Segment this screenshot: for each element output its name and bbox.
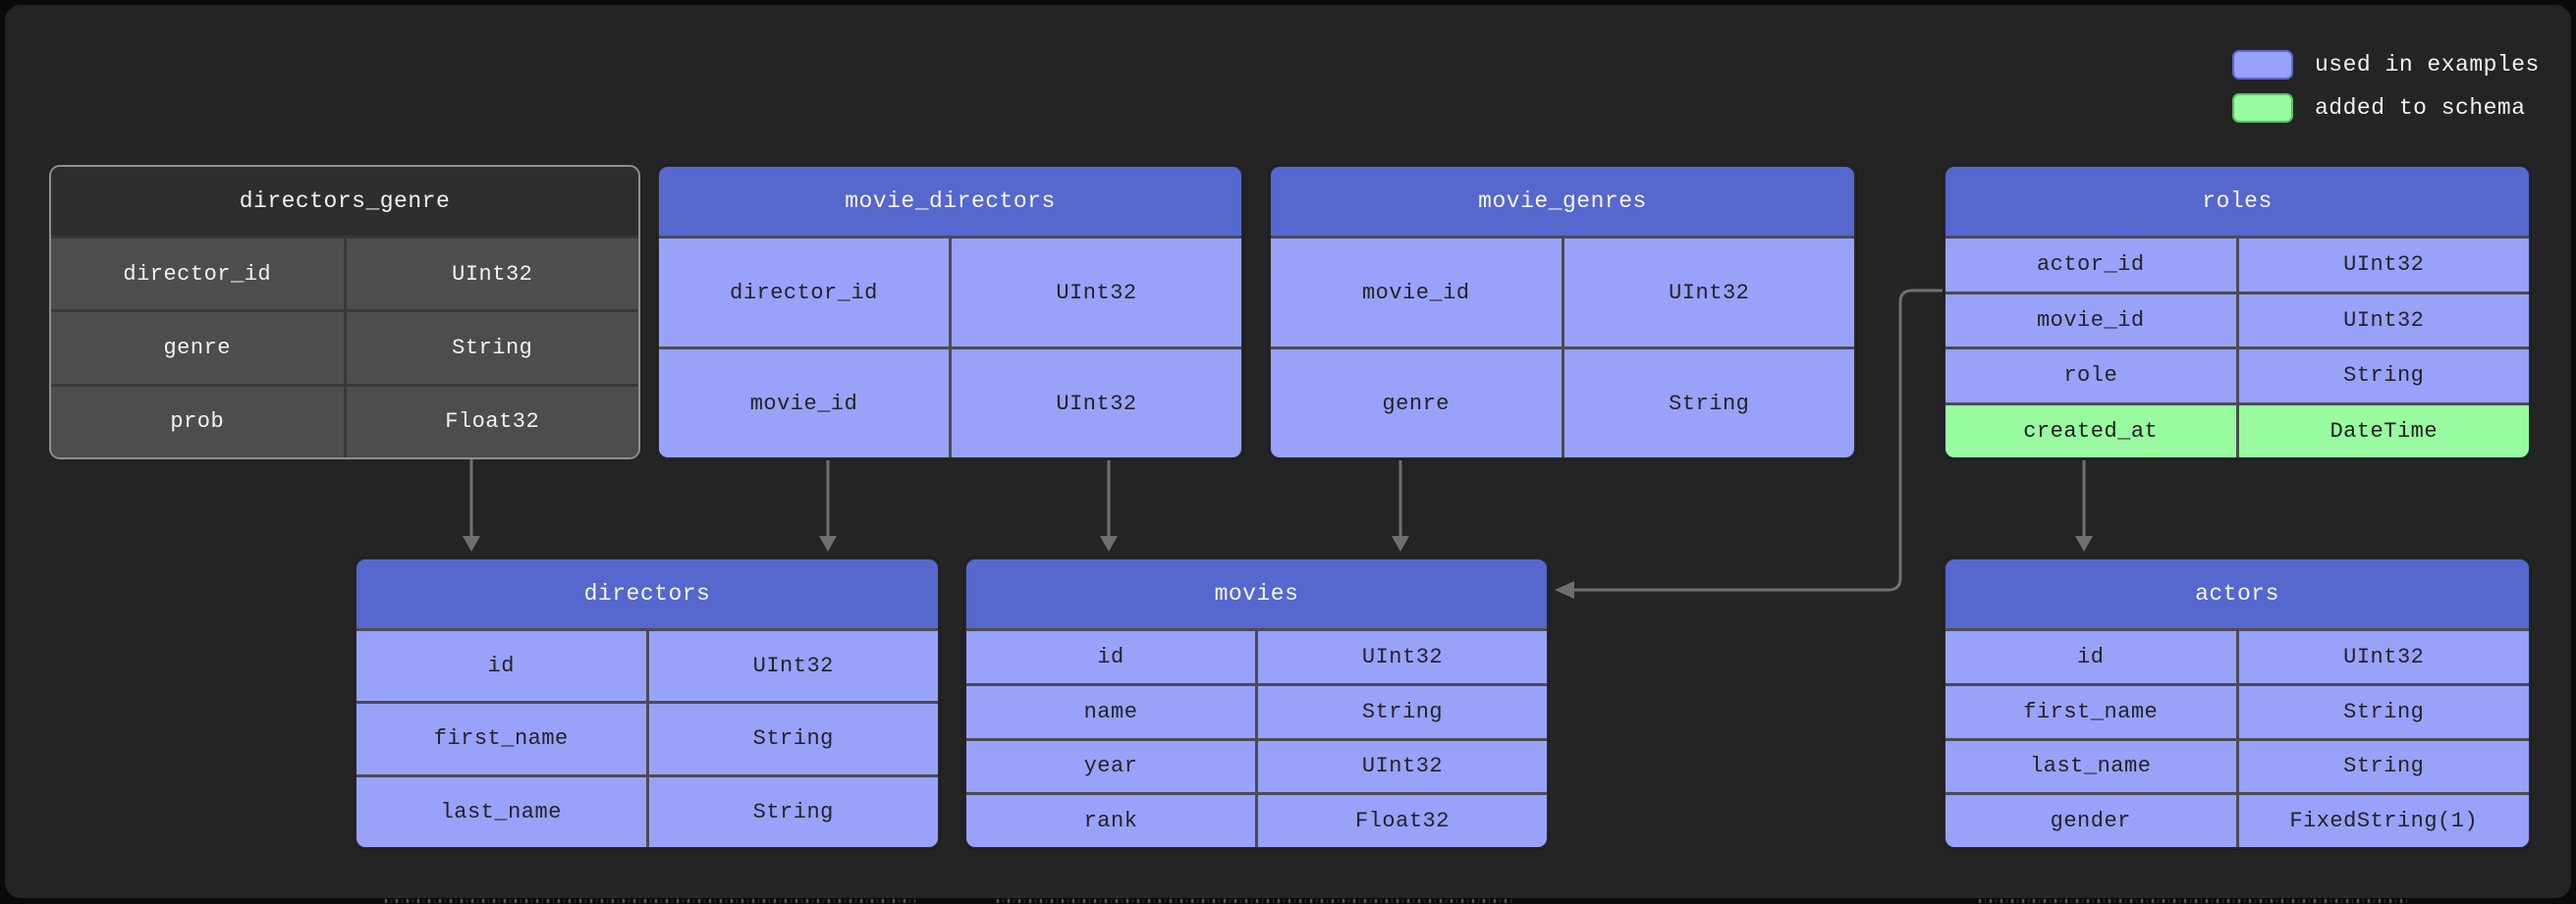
field-type: String [452,335,533,360]
field-name: last_name [356,776,649,847]
field-name: director_id [51,239,347,310]
field-type: UInt32 [1056,280,1137,305]
legend-item-used-in-examples: used in examples [2232,50,2540,80]
field-row: first_name String [1946,682,2529,738]
field-row: id UInt32 [356,628,938,702]
field-row: created_at DateTime [1946,401,2529,457]
field-type: String [1669,391,1750,416]
field-type: UInt32 [1056,391,1137,416]
field-type: UInt32 [2343,307,2425,333]
field-name: genre [51,312,347,384]
field-name: last_name [1946,740,2239,793]
field-name: movie_id [1271,239,1564,346]
field-row: first_name String [356,701,938,774]
field-type: FixedString(1) [2289,809,2479,834]
field-type: String [2343,363,2425,389]
legend-item-added-to-schema: added to schema [2232,93,2540,123]
table-title: movie_genres [1271,167,1854,236]
field-type: UInt32 [2343,644,2425,669]
field-type: String [1361,699,1444,724]
field-name: genre [1271,349,1564,457]
field-row: id UInt32 [1946,628,2529,683]
field-type: UInt32 [1361,644,1444,669]
field-row: genre String [1271,346,1854,457]
field-type: String [2343,754,2425,779]
field-type: String [2343,699,2425,724]
field-name: id [356,631,649,702]
field-row: last_name String [356,773,938,847]
field-type: UInt32 [452,261,533,287]
field-type: String [752,799,834,824]
field-type: UInt32 [1669,280,1750,305]
field-type: String [752,726,834,752]
field-row: gender FixedString(1) [1946,792,2529,847]
field-type: UInt32 [752,654,834,679]
field-name: year [966,740,1258,793]
field-row: last_name String [1946,737,2529,793]
table-title: directors [356,559,938,628]
legend-label: used in examples [2315,52,2540,78]
field-type: UInt32 [1361,754,1444,779]
field-type: Float32 [1355,809,1450,834]
field-name: gender [1946,795,2239,847]
field-row: name String [966,682,1547,738]
field-type: DateTime [2329,418,2439,444]
field-row: actor_id UInt32 [1946,236,2529,292]
field-type: UInt32 [2343,252,2425,278]
field-row: director_id UInt32 [659,236,1241,346]
field-name: id [1946,631,2239,683]
field-name: movie_id [659,349,952,457]
field-name: first_name [356,704,649,774]
field-row: movie_id UInt32 [659,346,1241,457]
legend-swatch-blue [2232,50,2293,80]
field-row: genre String [51,309,638,384]
field-name: actor_id [1946,239,2239,292]
field-name: prob [51,386,347,457]
field-row: year UInt32 [966,737,1547,793]
field-row: movie_id UInt32 [1946,291,2529,346]
field-name: rank [966,795,1258,847]
table-title: movies [966,559,1547,628]
legend-label: added to schema [2315,95,2526,121]
legend-swatch-green [2232,93,2293,123]
legend: used in examples added to schema [2232,50,2540,123]
field-row: director_id UInt32 [51,236,638,310]
table-title: movie_directors [659,167,1241,236]
field-name: created_at [1946,404,2239,457]
clipped-content-strip [1979,899,2408,903]
field-row: role String [1946,346,2529,402]
table-title: directors_genre [51,167,638,236]
field-name: id [966,631,1258,683]
field-name: first_name [1946,685,2239,738]
field-row: movie_id UInt32 [1271,236,1854,346]
field-name: movie_id [1946,293,2239,346]
field-row: id UInt32 [966,628,1547,683]
clipped-content-strip [385,899,915,903]
clipped-content-strip [997,899,1512,903]
field-name: role [1946,349,2239,402]
field-row: rank Float32 [966,792,1547,847]
field-type: Float32 [445,409,540,435]
field-name: name [966,685,1258,738]
field-name: director_id [659,239,952,346]
table-title: roles [1946,167,2529,236]
table-title: actors [1946,559,2529,628]
field-row: prob Float32 [51,383,638,457]
